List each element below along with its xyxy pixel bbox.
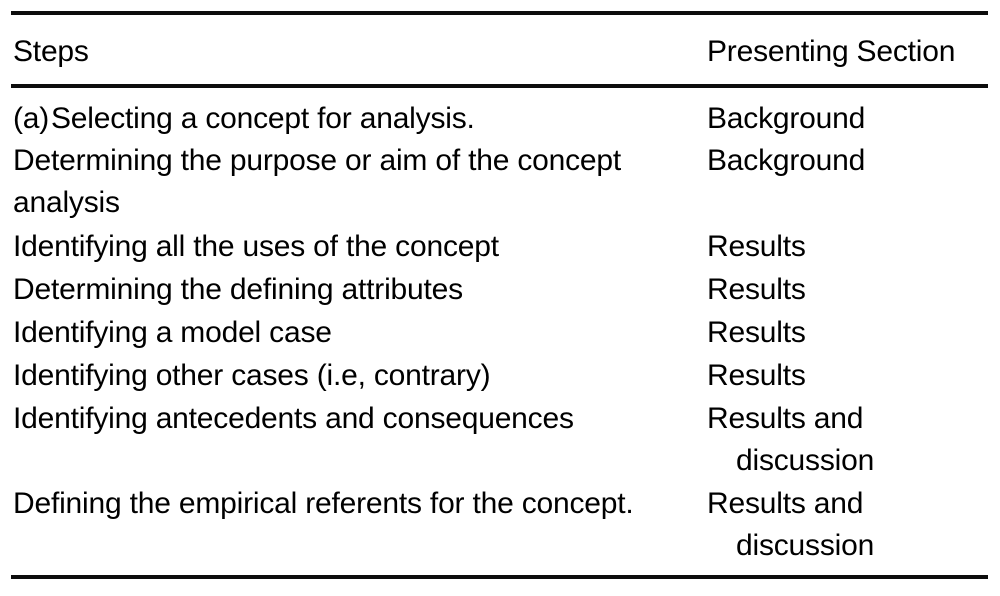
section-text-continuation: discussion bbox=[736, 529, 875, 562]
cell-section: Results bbox=[707, 269, 992, 311]
step-marker: (a) bbox=[13, 102, 50, 135]
column-header-presenting-section: Presenting Section bbox=[707, 35, 956, 68]
cell-section: Background bbox=[707, 140, 992, 182]
step-text: Selecting a concept for analysis. bbox=[51, 102, 475, 135]
cell-step: Determining the defining attributes bbox=[13, 269, 693, 311]
section-text: Results bbox=[707, 359, 806, 392]
column-header-steps: Steps bbox=[13, 35, 89, 68]
cell-section: Results bbox=[707, 355, 992, 397]
cell-step: (a)Selecting a concept for analysis. bbox=[13, 98, 693, 140]
table-bottom-rule bbox=[11, 575, 988, 579]
step-text: Identifying antecedents and consequences bbox=[13, 402, 574, 435]
section-text: Background bbox=[707, 102, 866, 135]
section-text-continuation: discussion bbox=[736, 444, 875, 477]
cell-step: Identifying a model case bbox=[13, 312, 693, 354]
section-text: Results bbox=[707, 273, 806, 306]
cell-step: Identifying all the uses of the concept bbox=[13, 226, 693, 268]
cell-section: Results bbox=[707, 226, 992, 268]
step-text: Identifying all the uses of the concept bbox=[13, 230, 499, 263]
step-text: Defining the empirical referents for the… bbox=[13, 487, 634, 520]
cell-section: Background bbox=[707, 98, 992, 140]
cell-step: Identifying antecedents and consequences bbox=[13, 398, 693, 440]
table-top-rule bbox=[11, 11, 988, 15]
cell-step: Defining the empirical referents for the… bbox=[13, 483, 693, 525]
section-text: Results bbox=[707, 230, 806, 263]
cell-section: Results and discussion bbox=[707, 483, 992, 567]
section-text: Background bbox=[707, 144, 866, 177]
cell-section: Results bbox=[707, 312, 992, 354]
section-text: Results and bbox=[707, 487, 864, 520]
table-header-rule bbox=[11, 84, 988, 88]
section-text: Results bbox=[707, 316, 806, 349]
step-text: Determining the purpose or aim of the co… bbox=[13, 144, 630, 219]
cell-section: Results and discussion bbox=[707, 398, 992, 482]
cell-step: Identifying other cases (i.e, contrary) bbox=[13, 355, 693, 397]
section-text: Results and bbox=[707, 402, 864, 435]
step-text: Determining the defining attributes bbox=[13, 273, 463, 306]
step-text: Identifying a model case bbox=[13, 316, 332, 349]
cell-step: Determining the purpose or aim of the co… bbox=[13, 140, 693, 224]
step-text: Identifying other cases (i.e, contrary) bbox=[13, 359, 491, 392]
